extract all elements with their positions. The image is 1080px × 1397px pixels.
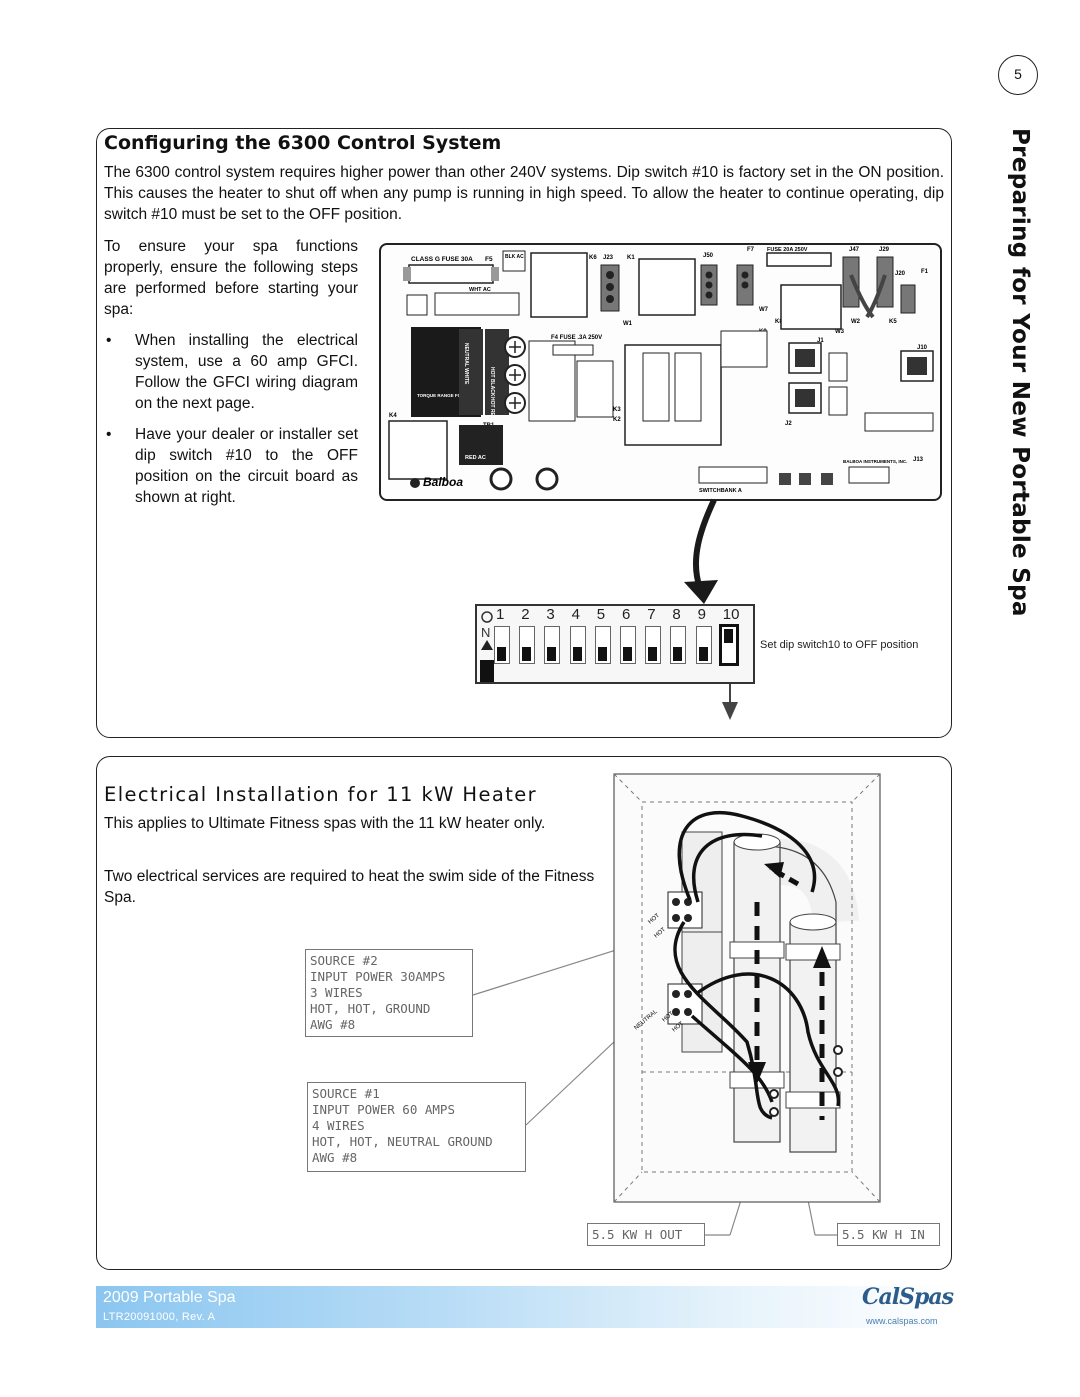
circuit-board-illustration: CLASS G FUSE 30A F5 BLK AC K6 J23 K1 J50… bbox=[379, 243, 942, 501]
section-2-title: Electrical Installation for 11 kW Heater bbox=[104, 783, 538, 806]
board-label-blk-ac: BLK AC bbox=[505, 254, 524, 260]
page-number: 5 bbox=[998, 55, 1038, 95]
dip-switch-6 bbox=[620, 626, 636, 664]
board-label-j47: J47 bbox=[849, 247, 860, 253]
footer-url: www.calspas.com bbox=[866, 1316, 938, 1326]
board-label-balboa-instruments: BALBOA INSTRUMENTS, INC. bbox=[843, 459, 907, 464]
board-label-j23: J23 bbox=[603, 255, 614, 261]
side-title: Preparing for Your New Portable Spa bbox=[1007, 128, 1033, 617]
dip-switch-knob bbox=[648, 647, 658, 661]
board-label-j20: J20 bbox=[895, 271, 906, 277]
dip-switch-5 bbox=[594, 626, 611, 664]
board-label-w7: W7 bbox=[759, 307, 769, 313]
footer-bar bbox=[96, 1286, 952, 1328]
board-label-hot-black: HOT BLACK bbox=[489, 367, 495, 397]
section-1-title: Configuring the 6300 Control System bbox=[104, 132, 502, 154]
board-label-fuse-20a: FUSE 20A 250V bbox=[767, 247, 808, 253]
dip-number-9: 9 bbox=[697, 606, 706, 623]
dip-switch-2 bbox=[519, 626, 536, 664]
dip-number-6: 6 bbox=[622, 606, 631, 623]
source-1-box: SOURCE #1 INPUT POWER 60 AMPS 4 WIRES HO… bbox=[307, 1082, 526, 1172]
dip-on-label: N bbox=[481, 625, 490, 640]
board-label-j10: J10 bbox=[917, 345, 928, 351]
board-label-w2: W2 bbox=[851, 319, 861, 325]
section-1-steps: To ensure your spa functions properly, e… bbox=[104, 236, 358, 518]
dip-switch-1 bbox=[494, 626, 510, 664]
section-1-intro: The 6300 control system requires higher … bbox=[104, 164, 944, 223]
board-label-j50: J50 bbox=[703, 253, 714, 259]
board-label-f7: F7 bbox=[747, 247, 755, 253]
board-label-k5: K5 bbox=[889, 319, 897, 325]
board-label-k1: K1 bbox=[627, 255, 635, 261]
heater-out-label: 5.5 KW H OUT bbox=[587, 1223, 705, 1246]
dip-number-7: 7 bbox=[647, 606, 656, 623]
board-label-k6: K6 bbox=[589, 255, 597, 261]
dip-number-3: 3 bbox=[546, 606, 555, 623]
dip-switch-8 bbox=[670, 626, 687, 664]
dip-switch-knob bbox=[698, 647, 708, 661]
dip-switch-7 bbox=[645, 626, 662, 664]
section-2-paragraph-2: Two electrical services are required to … bbox=[104, 868, 595, 906]
dip-switch-knob bbox=[572, 647, 582, 661]
dip-switch-knob bbox=[623, 647, 632, 661]
calspas-logo: CalSpas bbox=[862, 1284, 954, 1310]
board-label-switchbank: SWITCHBANK A bbox=[699, 488, 742, 494]
footer-doc-number: LTR20091000, Rev. A bbox=[103, 1311, 216, 1323]
board-label-balboa: Balboa bbox=[423, 475, 463, 489]
dip-switch-10 bbox=[718, 624, 739, 666]
board-label-k8: K8 bbox=[775, 319, 783, 325]
board-label-class-fuse: CLASS G FUSE 30A bbox=[411, 256, 473, 263]
dip-caption: Set dip switch10 to OFF position bbox=[760, 639, 919, 651]
dip-switch-knob bbox=[723, 629, 733, 643]
dip-switch-9 bbox=[695, 626, 712, 664]
dip-switch-knob bbox=[522, 647, 532, 661]
dip-switch-knob bbox=[673, 647, 683, 661]
board-label-hot-red: HOT RED bbox=[489, 397, 495, 420]
dip-switch-4 bbox=[569, 626, 586, 664]
heater-in-label: 5.5 KW H IN bbox=[837, 1223, 940, 1246]
dip-number-5: 5 bbox=[596, 606, 606, 623]
dip-switch-3 bbox=[544, 626, 561, 664]
board-label-j13: J13 bbox=[913, 457, 924, 463]
board-label-k2: K2 bbox=[613, 417, 621, 423]
dip-number-8: 8 bbox=[672, 606, 681, 623]
footer-title: 2009 Portable Spa bbox=[103, 1289, 236, 1306]
list-item: When installing the electrical system, u… bbox=[104, 330, 358, 414]
board-label-f5: F5 bbox=[485, 256, 493, 263]
dip-switch-knob bbox=[497, 647, 506, 661]
board-label-neutral-white: NEUTRAL WHITE bbox=[463, 343, 469, 385]
board-label-wht-ac: WHT AC bbox=[469, 287, 491, 293]
dip-number-10: 10 bbox=[722, 606, 740, 623]
section-2-paragraph-1: This applies to Ultimate Fitness spas wi… bbox=[104, 815, 546, 832]
dip-switch-knob bbox=[547, 647, 557, 661]
dip-number-1: 1 bbox=[496, 606, 505, 623]
list-item: Have your dealer or installer set dip sw… bbox=[104, 424, 358, 508]
dip-switch-knob bbox=[597, 647, 607, 661]
board-label-w1: W1 bbox=[623, 321, 633, 327]
heater-wiring-diagram: HOT HOT NEUTRAL HOT HOT bbox=[612, 772, 882, 1204]
board-label-red-ac: RED AC bbox=[465, 455, 486, 461]
source-2-box: SOURCE #2 INPUT POWER 30AMPS 3 WIRES HOT… bbox=[305, 949, 473, 1037]
board-label-f4-fuse: F4 FUSE .3A 250V bbox=[551, 335, 602, 341]
board-label-k3: K3 bbox=[613, 407, 621, 413]
steps-list: When installing the electrical system, u… bbox=[104, 330, 358, 508]
dip-switch-drawing: N bbox=[480, 611, 494, 682]
dip-number-2: 2 bbox=[521, 606, 530, 623]
steps-intro: To ensure your spa functions properly, e… bbox=[104, 238, 358, 318]
dip-switch-bank: N bbox=[475, 604, 755, 684]
board-label-j29: J29 bbox=[879, 247, 890, 253]
board-label-j1: J1 bbox=[817, 338, 824, 344]
board-label-w3: W3 bbox=[835, 329, 845, 335]
dip-number-4: 4 bbox=[571, 606, 580, 623]
board-label-k4: K4 bbox=[389, 413, 397, 419]
board-label-j2: J2 bbox=[785, 421, 792, 427]
board-label-f1: F1 bbox=[921, 269, 929, 275]
